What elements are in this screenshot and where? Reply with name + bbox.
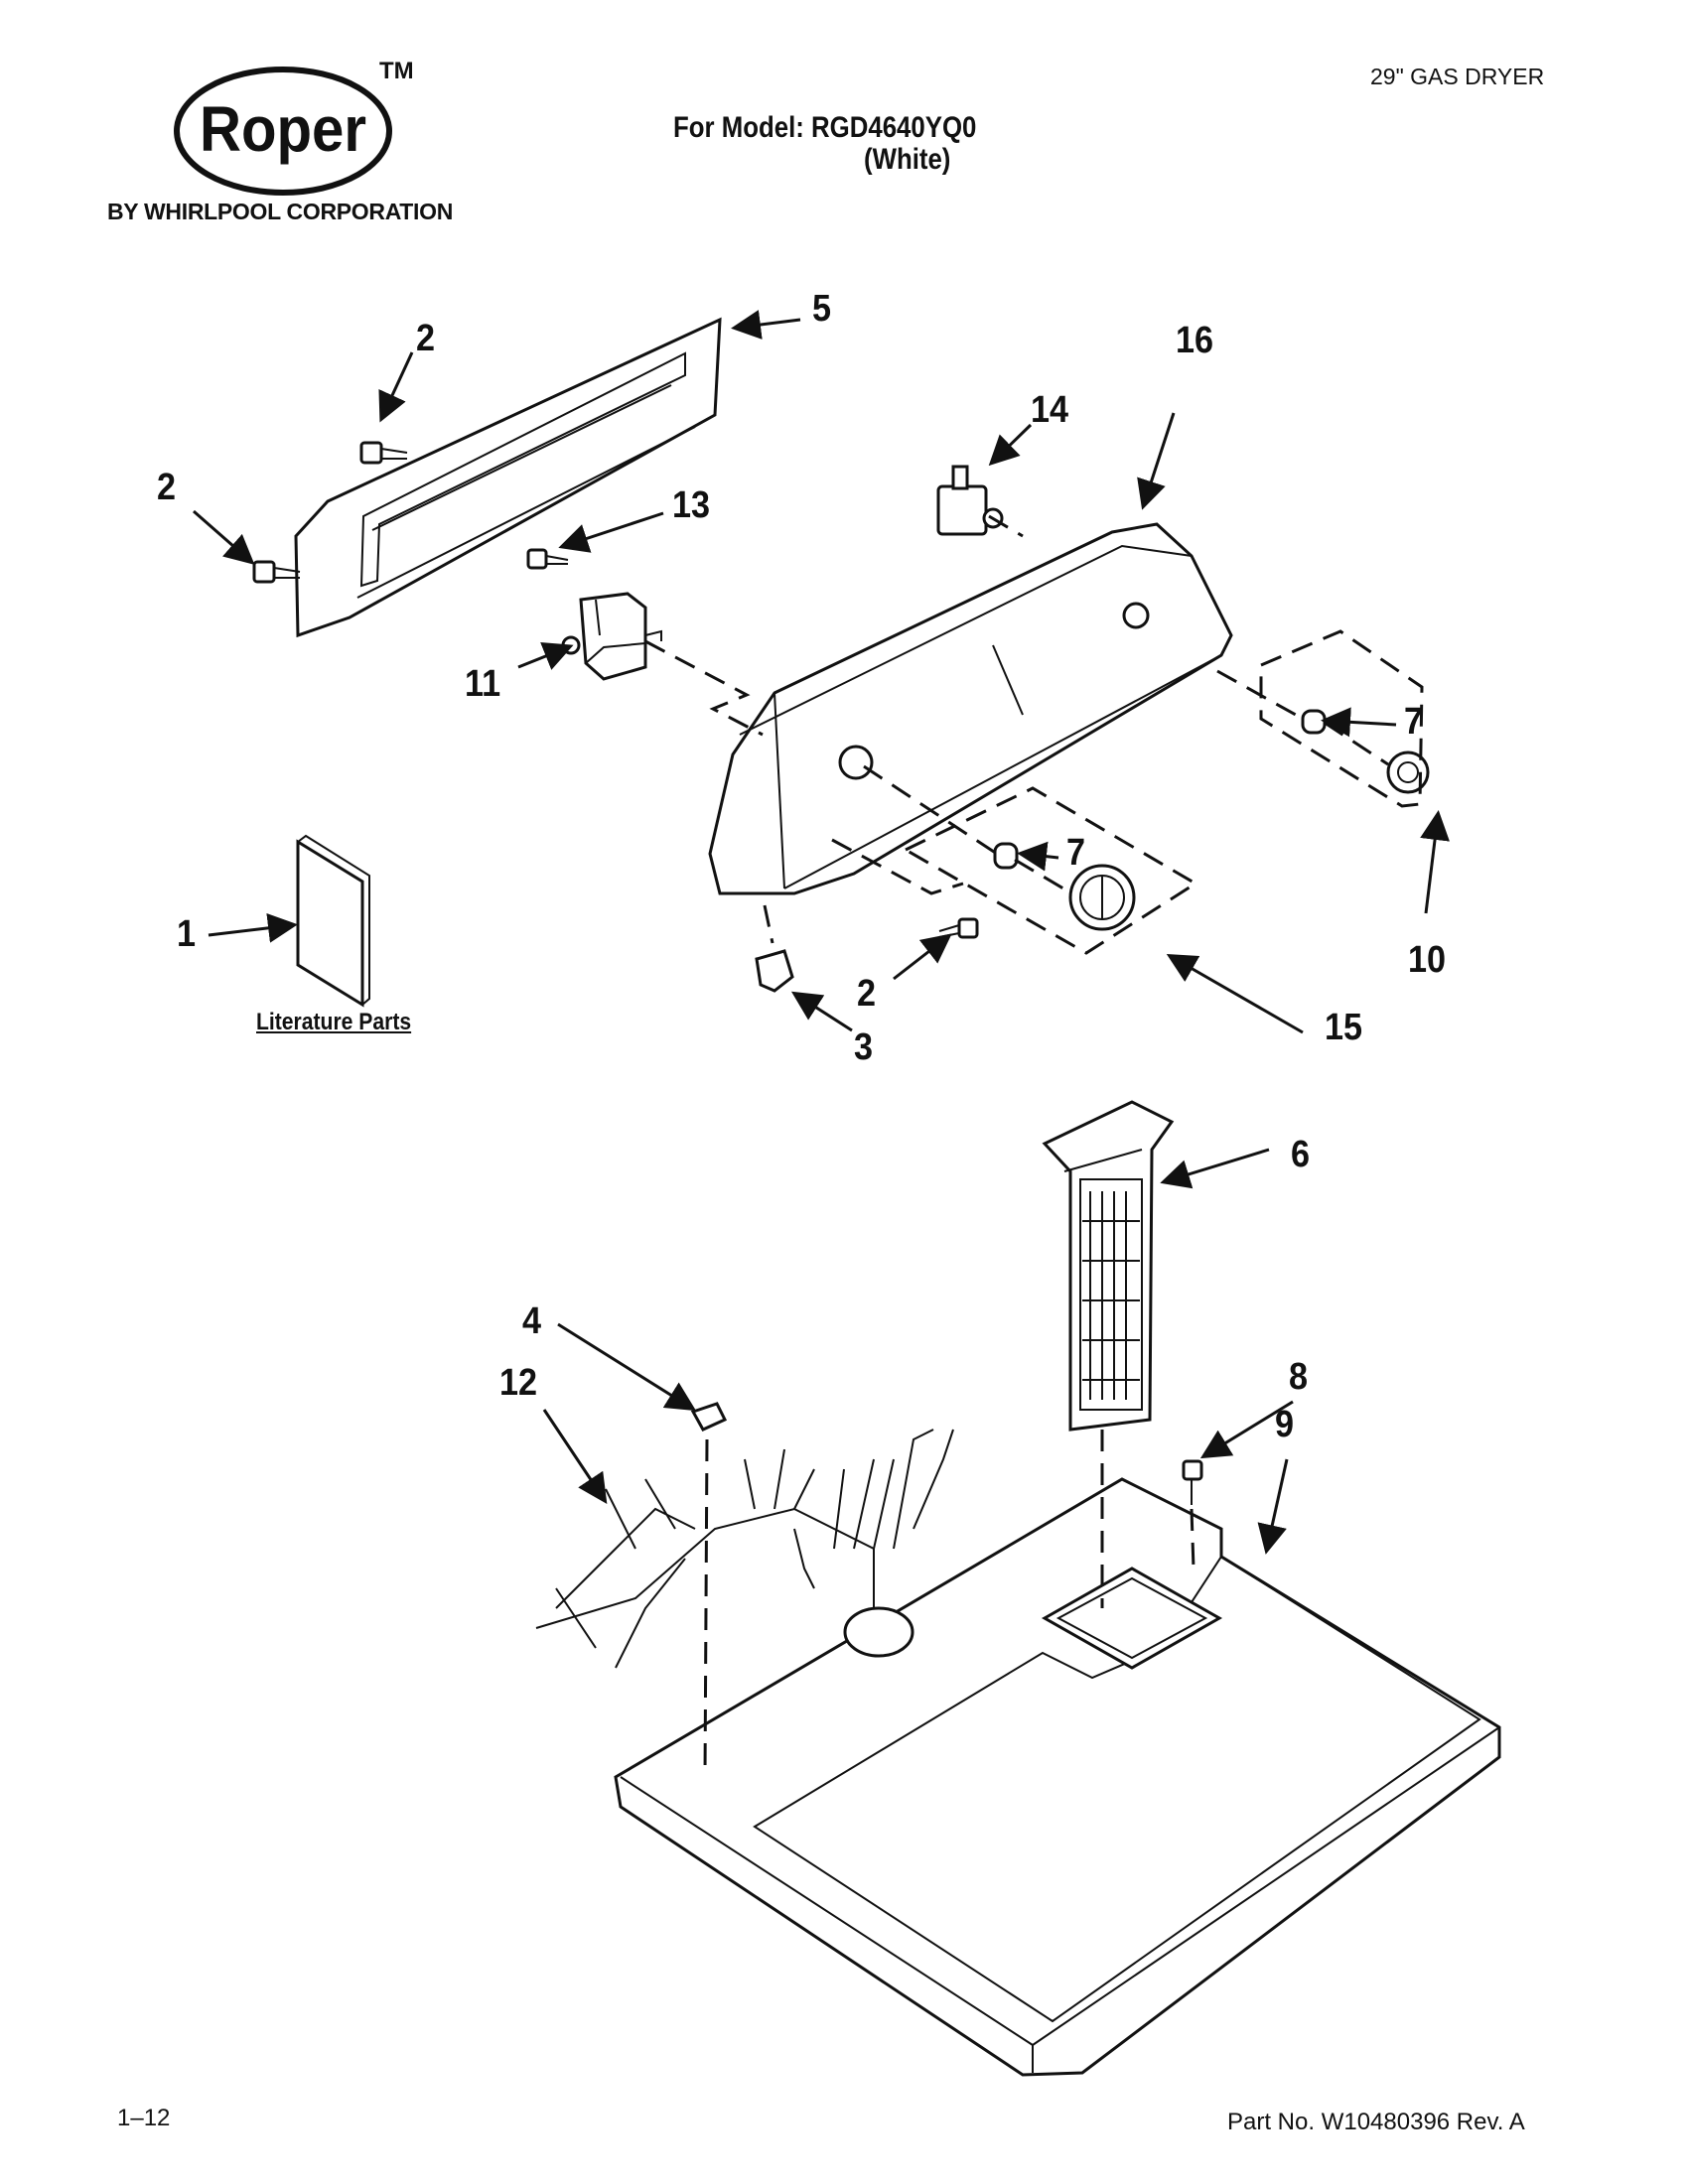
model-number: For Model: RGD4640YQ0 — [673, 111, 977, 144]
callout-2-left: 2 — [157, 467, 177, 508]
callout-11: 11 — [465, 663, 501, 705]
timer-knob — [993, 842, 1136, 931]
literature-parts-label: Literature Parts — [256, 1009, 412, 1035]
literature-booklet — [296, 834, 370, 1008]
screw-part-8 — [1182, 1459, 1203, 1505]
callout-4: 4 — [522, 1300, 542, 1342]
roper-logo-mark: Roper — [174, 67, 392, 196]
part-number: Part No. W10480396 Rev. A — [1227, 2109, 1525, 2135]
page-number: 1–12 — [117, 2105, 171, 2131]
callout-8: 8 — [1289, 1356, 1309, 1398]
callout-10: 10 — [1408, 939, 1447, 981]
console-clip — [755, 949, 794, 993]
screw-part-13 — [526, 548, 569, 570]
callout-2-bottom: 2 — [857, 973, 877, 1015]
lint-screen — [1042, 1100, 1175, 1432]
control-console — [708, 522, 1233, 895]
trademark-symbol: TM — [379, 58, 414, 84]
timer-switch — [561, 592, 662, 681]
wire-harness — [535, 1429, 954, 1669]
svg-text:Roper: Roper — [200, 93, 366, 165]
push-switch — [936, 465, 1004, 536]
model-color: (White) — [864, 143, 951, 176]
callout-13: 13 — [672, 484, 711, 526]
screw-part-2-bottom — [938, 917, 979, 939]
callout-15: 15 — [1325, 1007, 1363, 1048]
brand-byline: BY WHIRLPOOL CORPORATION — [107, 199, 454, 224]
callout-6: 6 — [1291, 1134, 1311, 1175]
screw-part-2-left — [252, 560, 301, 584]
product-type: 29" GAS DRYER — [1370, 64, 1545, 89]
callout-12: 12 — [499, 1362, 538, 1404]
callout-9: 9 — [1275, 1404, 1295, 1445]
screw-part-2-top — [359, 441, 408, 465]
dryer-top-panel — [614, 1477, 1501, 2077]
callout-2-top: 2 — [416, 318, 436, 359]
callout-3: 3 — [854, 1026, 874, 1068]
callout-5: 5 — [812, 288, 832, 330]
callout-14: 14 — [1031, 389, 1069, 431]
callout-7-center: 7 — [1066, 832, 1086, 874]
harness-clip — [690, 1402, 728, 1432]
console-rear-panel — [294, 317, 722, 638]
callout-7-right: 7 — [1404, 701, 1424, 743]
callout-1: 1 — [177, 913, 197, 955]
callout-16: 16 — [1176, 320, 1214, 361]
